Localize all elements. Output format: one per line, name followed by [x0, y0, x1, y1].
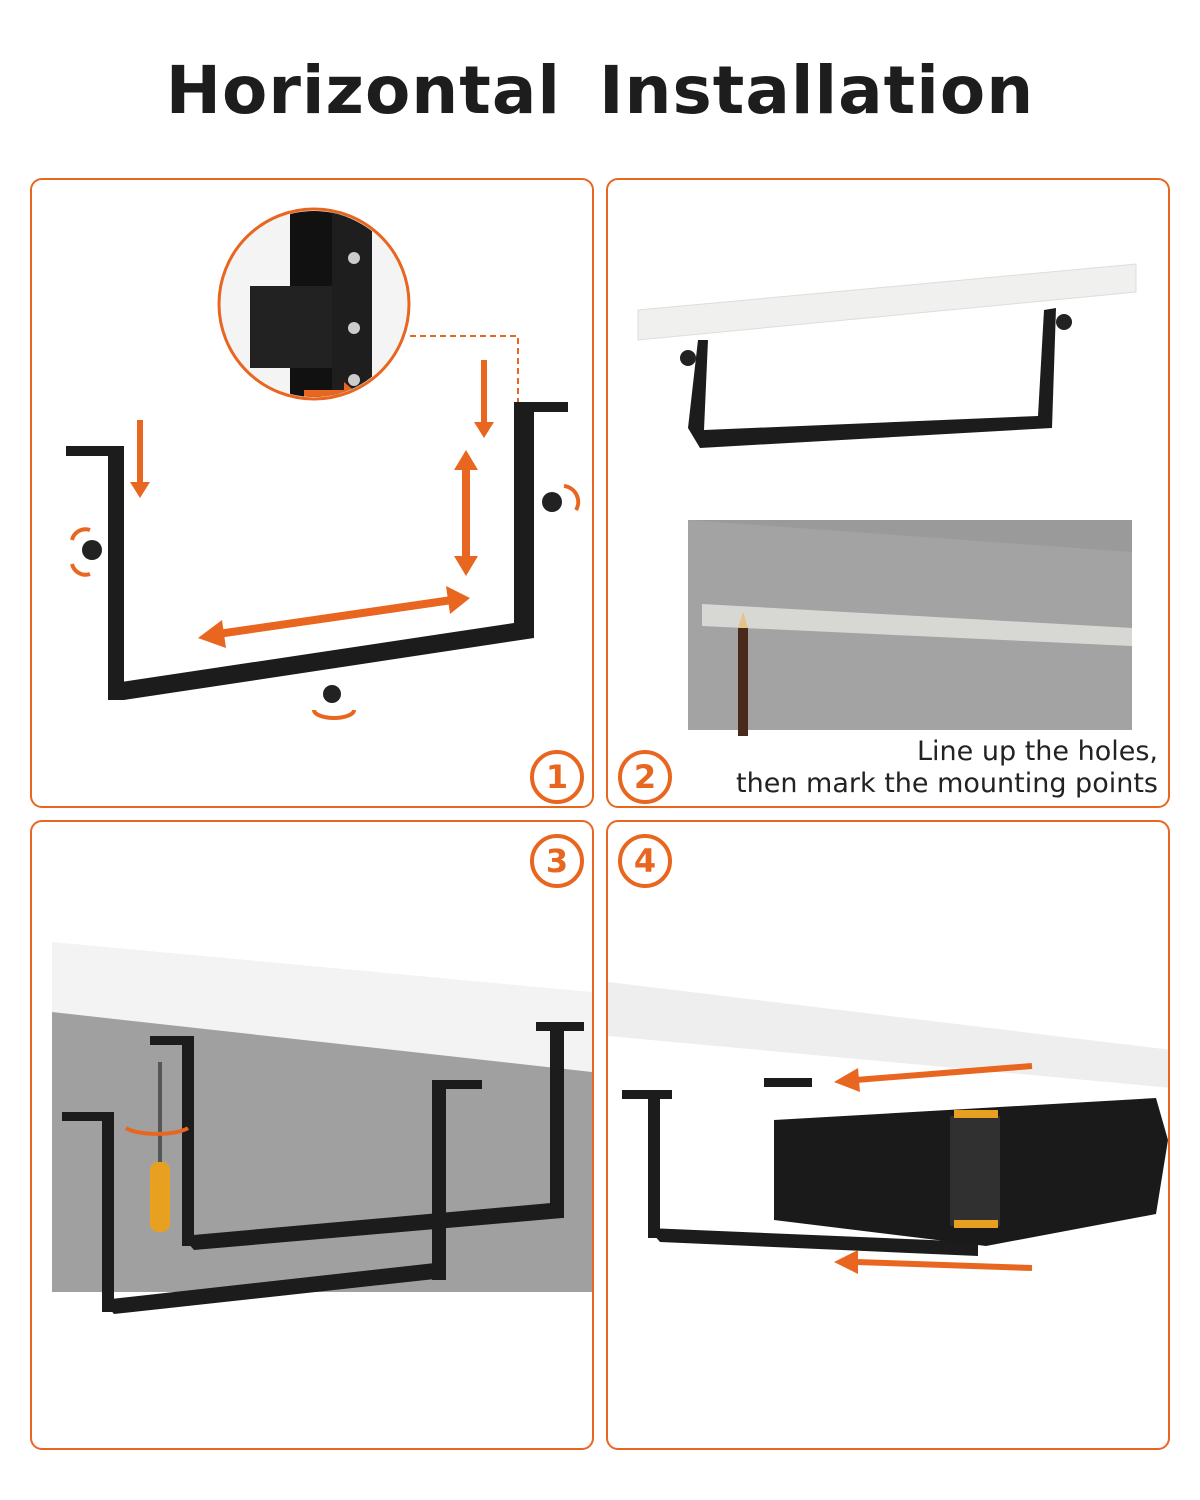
page-title: Horizontal Installation	[165, 52, 1035, 129]
pencil	[738, 612, 748, 736]
step-3-panel: 3	[30, 820, 594, 1450]
step-number-4: 4	[618, 834, 672, 888]
zoom-detail	[217, 207, 411, 401]
caption-line-1: Line up the holes,	[917, 736, 1158, 767]
bracket	[66, 402, 568, 700]
step-4-panel: 4	[606, 820, 1170, 1450]
step-number-3: 3	[530, 834, 584, 888]
bracket-adjust-illustration	[66, 207, 581, 720]
brackets	[622, 1078, 978, 1256]
step-number-2: 2	[618, 750, 672, 804]
mark-holes-illustration	[637, 263, 1137, 736]
knob-left	[70, 527, 102, 577]
step-number-1: 1	[530, 750, 584, 804]
step-2-panel: 2 Line up the holes, then mark the mount…	[606, 178, 1170, 808]
screw-bracket-illustration	[52, 942, 592, 1314]
knob-right	[542, 484, 581, 512]
insert-arrows	[834, 1063, 1033, 1274]
insert-pc-illustration	[608, 982, 1168, 1432]
screwdriver	[150, 1062, 170, 1232]
pc-case	[774, 1098, 1168, 1246]
desk-underside	[52, 942, 592, 1292]
brackets	[62, 1022, 584, 1314]
mounting-plate	[637, 263, 1137, 448]
step-1-panel: 1	[30, 178, 594, 808]
caption-line-2: then mark the mounting points	[736, 768, 1158, 799]
desk-underside	[688, 520, 1132, 730]
knob-bottom	[312, 685, 356, 720]
